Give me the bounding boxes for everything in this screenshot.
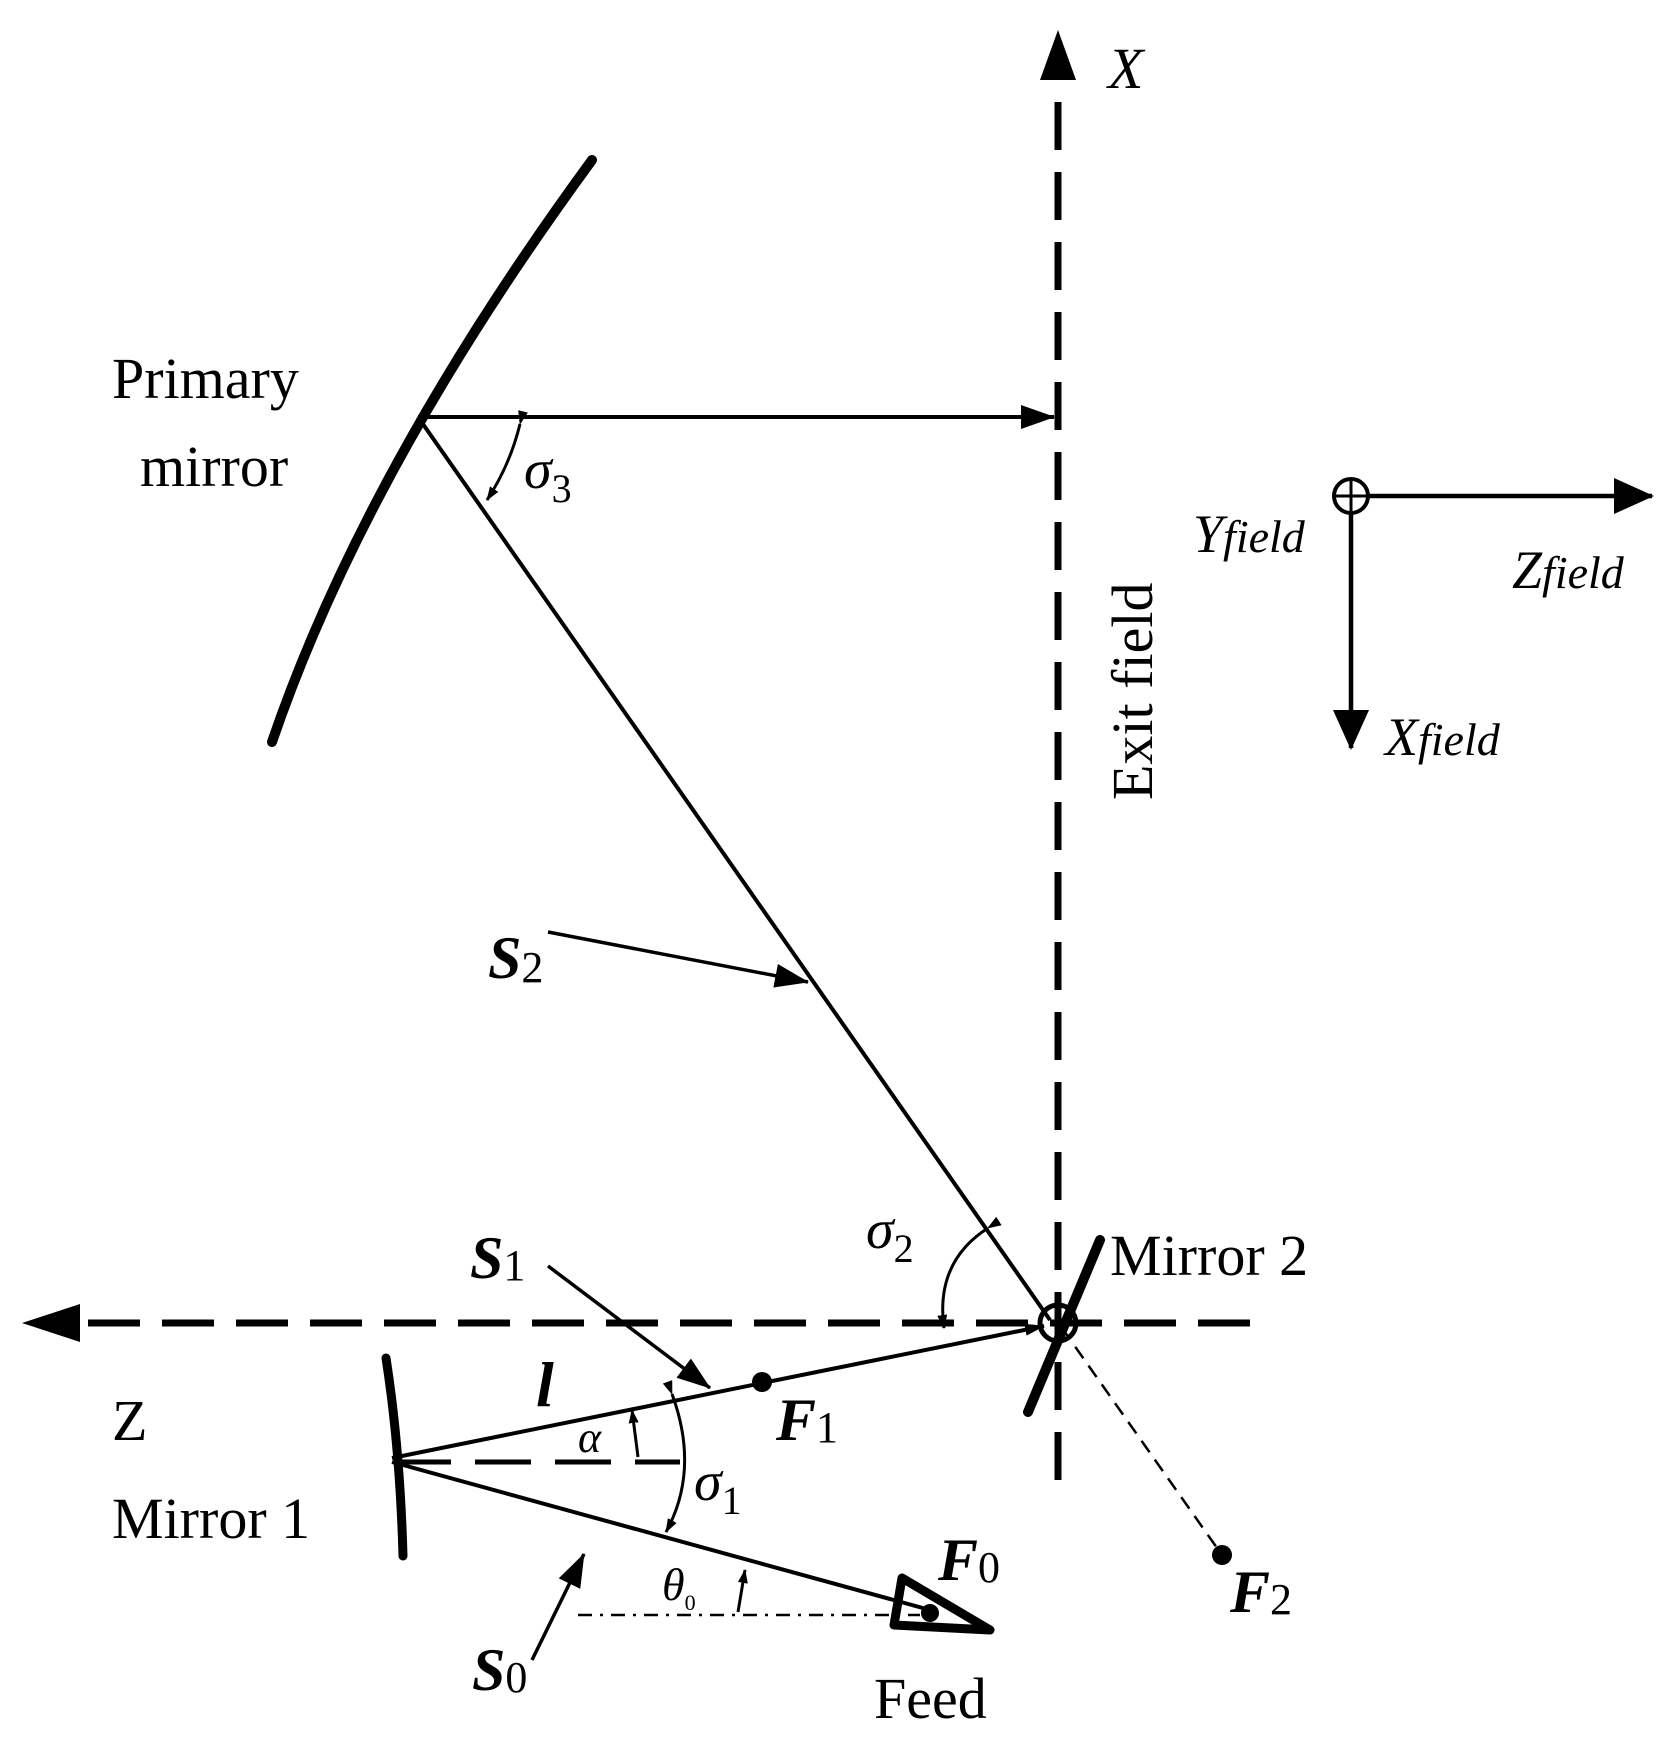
f2-label: F2 [1229,1559,1292,1625]
f2-point [1212,1545,1232,1565]
primary-mirror-label-line2: mirror [140,434,288,499]
mirror1-curve [381,1353,408,1561]
s2-pointer [547,930,809,988]
theta0-label: θ0 [662,1559,696,1615]
y-field-label: Yfield [1193,504,1306,564]
exit-field-label: Exit field [1100,583,1165,800]
feed-label: Feed [874,1666,987,1731]
sigma3-label: σ3 [524,439,572,511]
alpha-indicator-arrow [628,1409,640,1458]
mirror2-label: Mirror 2 [1110,1223,1308,1288]
feed-horn [889,1573,995,1635]
mirror1-label: Mirror 1 [112,1486,310,1551]
ray-s0 [391,1460,931,1612]
f0-label: F0 [937,1527,1000,1593]
theta0-indicator-arrow [736,1569,748,1613]
sigma3-angle-arc [485,410,528,501]
z-axis-arrowhead [22,1304,80,1342]
f1-label: F1 [775,1387,838,1453]
mirror2-segment [1023,1235,1105,1417]
x-axis-label: X [1106,36,1146,101]
x-field-label: Xfield [1383,707,1501,767]
primary-mirror-label-line1: Primary [112,346,299,411]
sigma1-angle-arc [662,1380,687,1533]
s0-pointer [530,1553,586,1661]
s1-label: S1 [470,1225,525,1291]
ray-s1 [391,1323,1045,1460]
z-axis-label: Z [112,1388,147,1453]
ray-s2 [416,415,1052,1322]
mirror2-center-marker [1037,1302,1079,1344]
s1-pointer [546,1264,712,1390]
f2-dashed-line [1060,1327,1224,1556]
x-axis-arrowhead [1040,30,1076,80]
sigma2-label: σ2 [866,1199,914,1271]
sigma1-label: σ1 [694,1451,742,1523]
z-field-label: Zfield [1512,540,1625,600]
f1-point [752,1372,772,1392]
l-label: l [536,1349,554,1420]
alpha-label: α [578,1413,602,1462]
sigma2-angle-arc [937,1216,1002,1329]
f0-point [921,1604,939,1622]
s0-label: S0 [472,1637,527,1703]
s2-label: S2 [488,925,543,992]
primary-mirror-curve [267,155,597,747]
